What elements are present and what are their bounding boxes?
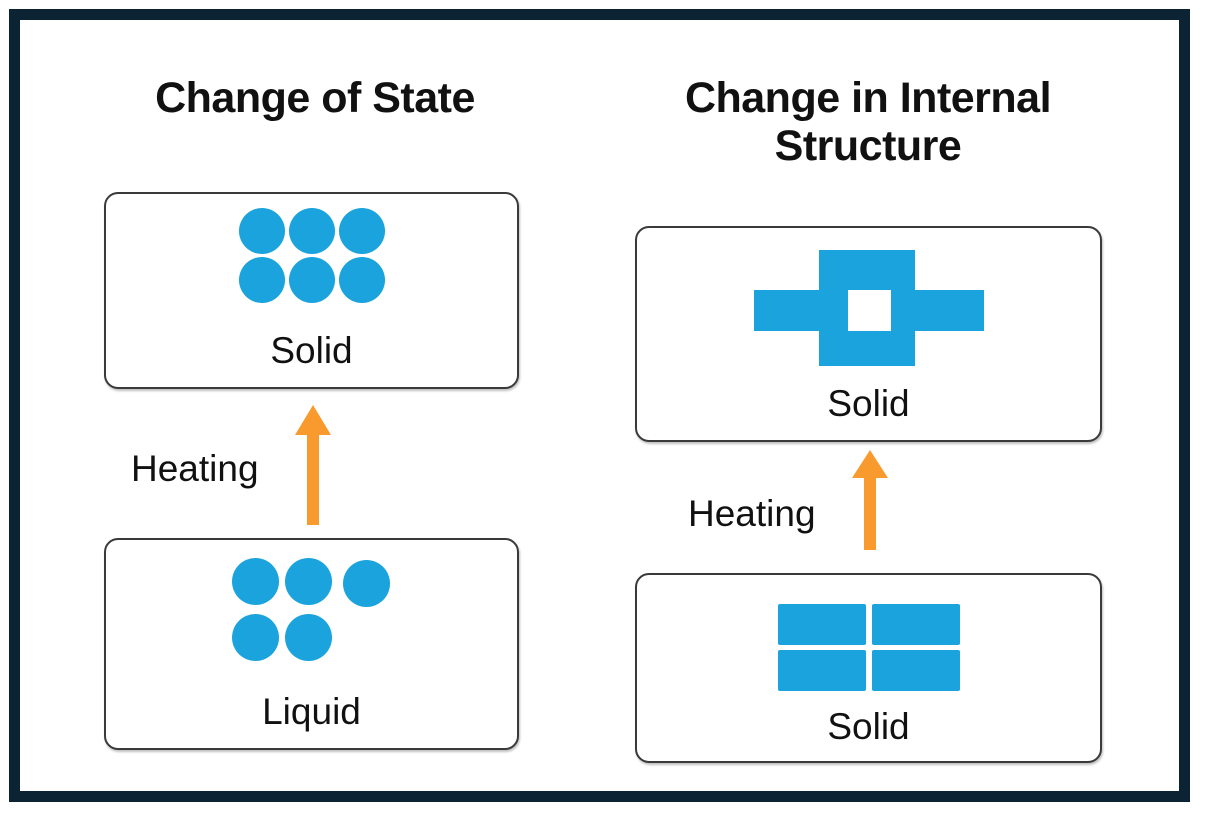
particle-brick: [777, 604, 866, 645]
column-title-line-1: Change in Internal: [684, 74, 1052, 122]
up-arrow-icon-left: [294, 405, 332, 525]
particle-brick: [871, 650, 960, 691]
particle-circle: [284, 614, 332, 661]
particle-group-brick-grid: [777, 604, 960, 691]
column-title-change-of-state: Change of State: [155, 74, 475, 122]
state-label-liquid: Liquid: [262, 691, 361, 732]
state-label-solid-top-right: Solid: [827, 383, 910, 424]
particle-brick: [777, 650, 866, 691]
cross-center-hole: [847, 290, 891, 331]
state-label-solid: Solid: [270, 330, 353, 371]
up-arrow-icon-right: [851, 450, 889, 550]
column-title-change-in-internal-structure: Change in Internal Structure: [608, 74, 1128, 170]
particle-brick: [871, 604, 960, 645]
state-box-solid-top-right: Solid: [635, 226, 1102, 442]
particle-circle: [231, 614, 279, 661]
particle-group-liquid-circles: [231, 558, 392, 666]
particle-circle: [342, 560, 390, 607]
particle-circle: [288, 257, 335, 303]
state-box-liquid-bottom-left: Liquid: [104, 538, 519, 750]
particle-circle: [284, 558, 332, 605]
particle-circle: [238, 208, 285, 254]
state-box-solid-top-left: Solid: [104, 192, 519, 389]
transition-label-heating-right: Heating: [688, 493, 816, 534]
particle-group-cross-with-hole: [753, 250, 984, 366]
particle-circle: [231, 558, 279, 605]
transition-label-heating-left: Heating: [131, 448, 259, 489]
particle-circle: [238, 257, 285, 303]
column-title-line-2: Structure: [774, 122, 962, 171]
state-box-solid-bottom-right: Solid: [635, 573, 1102, 763]
particle-group-solid-circles: [238, 208, 385, 303]
particle-circle: [338, 208, 385, 254]
state-label-solid-bottom-right: Solid: [827, 706, 910, 747]
particle-circle: [338, 257, 385, 303]
particle-circle: [288, 208, 335, 254]
